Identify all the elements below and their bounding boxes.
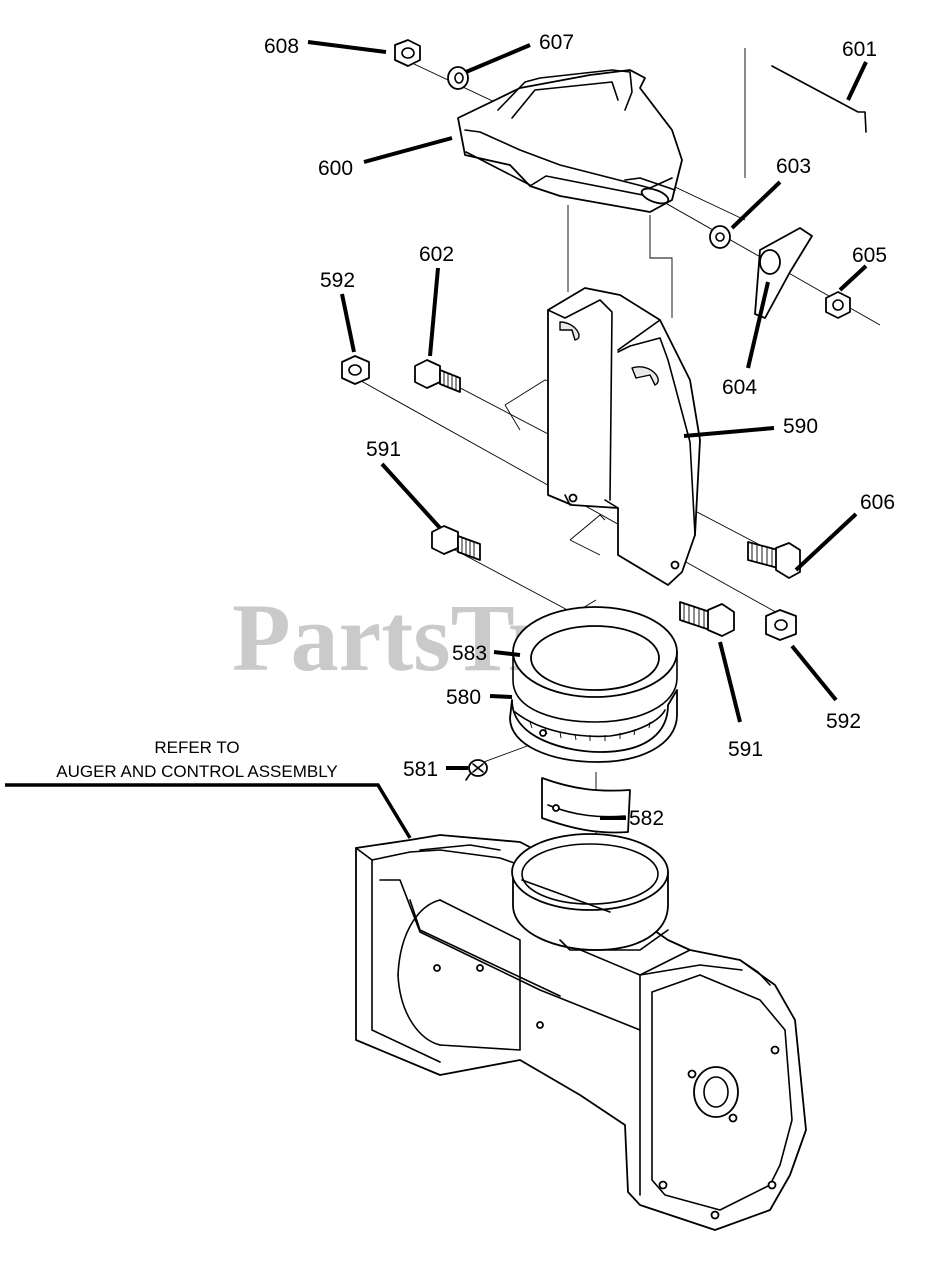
label-601: 601 [842,38,877,61]
label-607: 607 [539,31,574,54]
label-603: 603 [776,155,811,178]
callout-labels: 608 607 601 600 603 602 592 605 604 590 … [264,31,895,830]
label-604: 604 [722,376,757,399]
nut-608 [394,39,421,67]
label-592-top: 592 [320,269,355,292]
bolt-606 [747,541,801,579]
nut-592-top [341,355,370,385]
label-581: 581 [403,758,438,781]
label-606: 606 [860,491,895,514]
upper-chute-590 [547,287,701,586]
clip-582 [541,777,631,834]
label-602: 602 [419,243,454,266]
note-line-1: REFER TO [154,738,239,757]
label-580: 580 [446,686,481,709]
note-leader-line [5,783,412,839]
chute-base-collar [511,833,669,951]
note-line-2: AUGER AND CONTROL ASSEMBLY [56,762,338,781]
screw-581 [465,759,488,781]
label-600: 600 [318,157,353,180]
label-590: 590 [783,415,818,438]
label-583: 583 [452,642,487,665]
nut-592-bottom [765,609,797,641]
auger-housing [355,834,807,1231]
bolt-591-right [679,601,735,637]
label-592-bottom: 592 [826,710,861,733]
washer-607 [447,66,469,90]
pin-601 [771,65,867,133]
bolt-591-left [431,525,481,561]
callout-leaders [307,40,868,820]
chute-flange-580 [509,689,678,763]
knob-604 [754,227,813,319]
deflector-handle-600 [457,69,683,213]
washer-603 [709,225,731,249]
bolt-602 [414,359,461,393]
reference-note: REFER TO AUGER AND CONTROL ASSEMBLY [5,738,412,839]
label-591-left: 591 [366,438,401,461]
label-608: 608 [264,35,299,58]
label-605: 605 [852,244,887,267]
nut-605 [825,291,851,319]
label-591-right: 591 [728,738,763,761]
chute-ring-583 [512,606,678,723]
label-582: 582 [629,807,664,830]
